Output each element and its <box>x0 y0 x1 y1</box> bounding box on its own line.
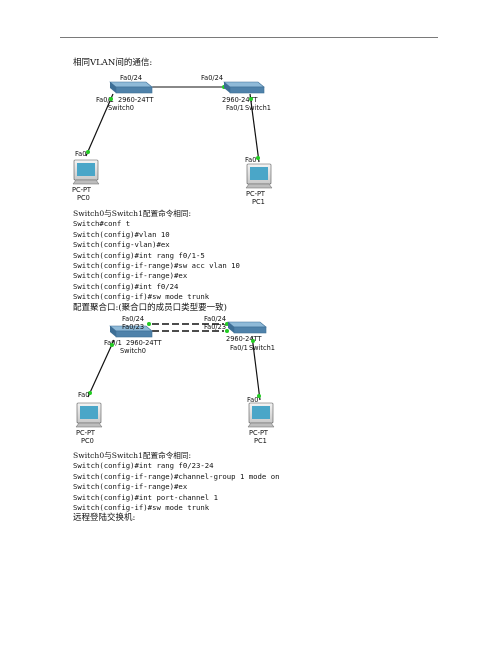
pc1-icon[interactable] <box>247 402 275 428</box>
port-label: Fa0/1 <box>96 96 114 104</box>
command-line: Switch(config-if)#sw mode trunk <box>73 502 210 512</box>
pc1-icon[interactable] <box>245 163 273 189</box>
switch-name-label: Switch1 <box>249 344 275 352</box>
pc-port-label: Fa0 <box>75 150 86 158</box>
switch-name-label: Switch0 <box>108 104 134 112</box>
link-up-indicator <box>110 343 114 347</box>
access-link[interactable] <box>251 335 261 401</box>
port-label: Fa0/1 <box>230 344 248 352</box>
port-label: Fa0/24 <box>204 315 226 323</box>
command-line: Switch(config-if)#sw mode trunk <box>73 292 210 302</box>
switch-model-label: 2960-24TT <box>118 96 154 104</box>
port-label: Fa0/24 <box>201 74 223 82</box>
pc-name-label: PC1 <box>254 437 267 445</box>
pc-type-label: PC-PT <box>72 186 92 194</box>
pc-type-label: PC-PT <box>249 429 269 437</box>
command-line: Switch(config)#int rang f0/23-24 <box>73 461 214 471</box>
switch-model-label: 2960-24TT <box>126 339 162 347</box>
pc0-icon[interactable] <box>72 159 100 185</box>
link-up-indicator <box>257 394 261 398</box>
switch0-icon[interactable] <box>109 81 153 94</box>
pc-port-label: Fa0 <box>245 156 256 164</box>
link-up-indicator <box>256 156 260 160</box>
access-link[interactable] <box>87 339 115 398</box>
config-intro: Switch0与Switch1配置命令相同: <box>73 209 192 218</box>
pc-type-label: PC-PT <box>246 190 266 198</box>
switch-name-label: Switch0 <box>120 347 146 355</box>
switch-model-label: 2960-24TT <box>222 96 258 104</box>
command-line: Switch(config)#int port-channel 1 <box>73 492 218 502</box>
topology-diagram-etherchannel: Fa0/24 Fa0/23 Fa0/1 2960-24TT Switch0 Fa… <box>75 315 275 445</box>
port-label: Fa0/1 <box>226 104 244 112</box>
access-link[interactable] <box>249 93 260 163</box>
config-intro: Switch0与Switch1配置命令相同: <box>73 451 192 460</box>
section2-heading: 配置聚合口:(聚合口的成员口类型要一致) <box>73 303 227 313</box>
access-link[interactable] <box>85 93 114 157</box>
pc-port-label: Fa0 <box>78 391 89 399</box>
switch-name-label: Switch1 <box>245 104 271 112</box>
link-up-indicator <box>251 339 255 343</box>
section3-heading: 远程登陆交换机: <box>73 513 136 523</box>
command-line: Switch(config)#vlan 10 <box>73 229 170 239</box>
command-line: Switch(config-if-range)#channel-group 1 … <box>73 471 280 481</box>
command-line: Switch(config-if-range)#ex <box>73 271 188 281</box>
port-label: Fa0/23 <box>122 323 144 331</box>
port-label: Fa0/24 <box>122 315 144 323</box>
pc-name-label: PC0 <box>77 194 90 202</box>
command-line: Switch#conf t <box>73 219 131 229</box>
switch1-icon[interactable] <box>223 81 265 94</box>
link-up-indicator <box>86 150 90 154</box>
command-line: Switch(config-if-range)#sw acc vlan 10 <box>73 260 240 270</box>
pc-type-label: PC-PT <box>76 429 96 437</box>
command-line: Switch(config)#int f0/24 <box>73 281 179 291</box>
pc-port-label: Fa0 <box>247 396 258 404</box>
port-label: Fa0/23 <box>204 323 226 331</box>
pc0-icon[interactable] <box>75 402 103 428</box>
topology-diagram-vlan: Fa0/24 Fa0/1 2960-24TT Switch0 Fa0/24 29… <box>72 74 273 206</box>
link-up-indicator <box>147 322 151 326</box>
switch-model-label: 2960-24TT <box>226 335 262 343</box>
section1-heading: 相同VLAN间的通信: <box>73 58 153 68</box>
switch1-icon[interactable] <box>227 321 267 334</box>
page-header-rule <box>60 37 438 38</box>
pc-name-label: PC0 <box>81 437 94 445</box>
command-line: Switch(config-vlan)#ex <box>73 240 170 250</box>
switch0-icon[interactable] <box>109 325 153 338</box>
link-up-indicator <box>109 97 113 101</box>
link-up-indicator <box>249 97 253 101</box>
link-up-indicator <box>88 391 92 395</box>
port-label: Fa0/24 <box>120 74 142 82</box>
pc-name-label: PC1 <box>252 198 265 206</box>
link-up-indicator <box>225 329 229 333</box>
command-line: Switch(config)#int rang f0/1-5 <box>73 250 205 260</box>
section2-config: Switch0与Switch1配置命令相同: Switch(config)#in… <box>73 451 279 513</box>
command-line: Switch(config-if-range)#ex <box>73 482 188 492</box>
